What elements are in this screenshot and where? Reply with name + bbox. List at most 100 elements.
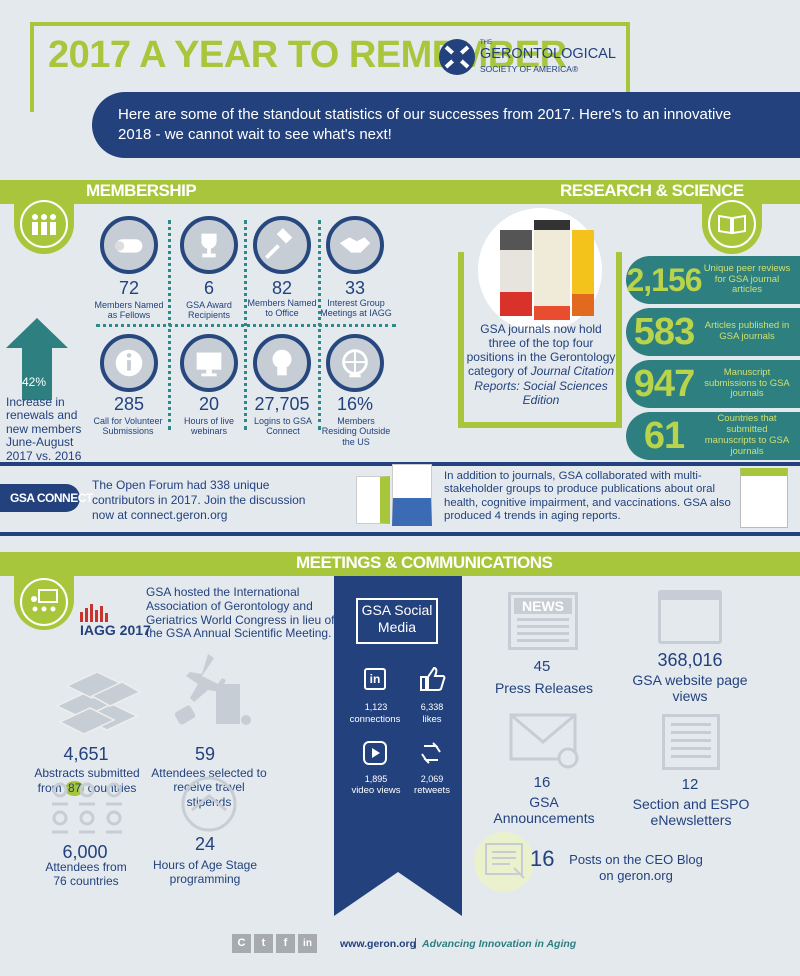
manuscripts-label: Manuscript submissions to GSA journals — [704, 366, 790, 400]
peer-reviews-tag: 2,156 Unique peer reviews for GSA journa… — [626, 256, 800, 304]
thumbs-up-icon — [420, 666, 446, 691]
blog-value: 16 — [530, 846, 555, 871]
people-icon — [32, 214, 56, 235]
attendees-value: 6,000 — [62, 842, 108, 862]
envelope-icon — [509, 713, 579, 769]
retweets-value: 2,069 — [420, 774, 444, 784]
collab-text: In addition to journals, GSA collaborate… — [444, 470, 731, 523]
twitter-link-icon[interactable]: t — [254, 934, 273, 953]
lightbulb-icon — [272, 349, 292, 376]
membership-bar — [0, 180, 800, 204]
web-value: 368,016 — [657, 650, 723, 670]
notepad-icon — [485, 843, 525, 879]
outside-circle — [326, 334, 384, 392]
office-label: Members Named to Office — [247, 298, 317, 319]
news-lines — [517, 618, 569, 644]
newsletters-label: Section and ESPO eNewsletters — [632, 796, 750, 829]
monitor-icon — [196, 352, 222, 377]
press-label: Press Releases — [494, 680, 594, 696]
social-title: GSA Social Media — [361, 602, 433, 635]
likes-label: likes — [422, 714, 442, 725]
handshake-icon — [339, 237, 371, 253]
social-title-box — [356, 598, 438, 644]
facebook-link-icon[interactable]: f — [276, 934, 295, 953]
office-circle — [253, 216, 311, 274]
meeting-badge-circle — [20, 578, 68, 626]
social-ribbon — [334, 576, 462, 916]
manuscripts-tag: 947 Manuscript submissions to GSA journa… — [626, 360, 800, 408]
video-label: video views — [351, 785, 401, 796]
logins-value: 27,705 — [254, 394, 310, 414]
gavel-icon — [265, 228, 293, 260]
retweet-icon — [421, 742, 441, 764]
iagg-logo: IAGG 2017 — [80, 604, 151, 640]
blog-label: Posts on the CEO Blog on geron.org — [569, 852, 703, 884]
stacked-papers-icon — [55, 671, 142, 735]
iagg-logo-text: IAGG 2017 — [80, 622, 151, 638]
divider — [96, 324, 396, 327]
connect-tag — [0, 484, 80, 512]
up-arrow-icon — [6, 318, 68, 400]
iagg-text: GSA hosted the International Association… — [146, 585, 335, 641]
articles-tag: 583 Articles published in GSA journals — [626, 308, 800, 356]
abstracts-label: Abstracts submitted from 87 countries — [22, 766, 152, 796]
trends-report-thumb — [740, 468, 788, 528]
abstracts-countries-badge: 87 — [64, 781, 85, 796]
publication-thumb — [392, 464, 432, 526]
manuscripts-value: 947 — [633, 362, 695, 405]
blog-badge — [474, 832, 534, 892]
browser-icon — [658, 590, 722, 644]
linkedin-icon: in — [364, 668, 386, 690]
linkedin-value: 1,123 — [364, 702, 388, 712]
connect-text: The Open Forum had 338 unique contributo… — [92, 478, 306, 522]
likes-value: 6,338 — [420, 702, 444, 712]
interest-label: Interest Group Meetings at IAGG — [320, 298, 392, 319]
volunteer-label: Call for Volunteer Submissions — [93, 416, 163, 437]
journals-text: GSA journals now hold three of the top f… — [466, 322, 616, 407]
attendees-icon — [52, 782, 122, 834]
linkedin-label: connections — [349, 714, 401, 725]
meetings-bar — [0, 552, 800, 576]
outside-label: Members Residing Outside the US — [321, 416, 391, 447]
footer-tagline: Advancing Innovation in Aging — [422, 938, 577, 950]
intro-banner — [92, 92, 800, 158]
connect-link-icon[interactable]: C — [232, 934, 251, 953]
webinar-value: 20 — [198, 394, 220, 414]
globe-icon — [342, 349, 368, 378]
volunteer-value: 285 — [113, 394, 145, 414]
retweets-label: retweets — [414, 785, 450, 796]
book-badge-circle — [708, 200, 756, 248]
logo-line1: GERONTOLOGICAL — [480, 46, 616, 62]
abstracts-value: 4,651 — [63, 744, 109, 764]
linkedin-link-icon[interactable]: in — [298, 934, 317, 953]
interest-circle — [326, 216, 384, 274]
awards-label: GSA Award Recipients — [186, 300, 232, 321]
membership-heading: MEMBERSHIP — [86, 181, 197, 200]
webinar-circle — [180, 334, 238, 392]
abstracts-label-3: countries — [87, 781, 137, 795]
office-value: 82 — [271, 278, 293, 298]
newspaper-icon: NEWS — [508, 592, 578, 650]
header-frame — [30, 22, 630, 112]
trophy-icon — [201, 233, 217, 258]
renewal-text: Increase in renewals and new members Jun… — [6, 395, 82, 463]
attendees-label: Attendees from 76 countries — [45, 860, 127, 889]
video-value: 1,895 — [364, 774, 388, 784]
press-value: 45 — [533, 658, 551, 675]
intro-text: Here are some of the standout statistics… — [118, 106, 732, 143]
travel-icon — [174, 654, 251, 725]
iagg-bars-icon — [80, 604, 108, 622]
articles-value: 583 — [633, 310, 695, 353]
agestage-label: Hours of Age Stage programming — [152, 858, 258, 887]
abstracts-label-1: Abstracts submitted — [34, 766, 140, 780]
footer-url[interactable]: www.geron.org — [340, 938, 417, 950]
peer-reviews-value: 2,156 — [626, 261, 702, 298]
meetings-heading: MEETINGS & COMMUNICATIONS — [296, 553, 553, 572]
presentation-icon — [31, 589, 58, 612]
newsletter-lines — [671, 723, 711, 761]
info-icon — [115, 349, 143, 377]
people-badge-circle — [20, 200, 68, 248]
logins-label: Logins to GSA Connect — [253, 416, 313, 437]
connect-tag-label: GSA CONNECT — [10, 491, 93, 505]
gsa-logo: THE GERONTOLOGICAL SOCIETY OF AMERICA® — [438, 38, 618, 78]
